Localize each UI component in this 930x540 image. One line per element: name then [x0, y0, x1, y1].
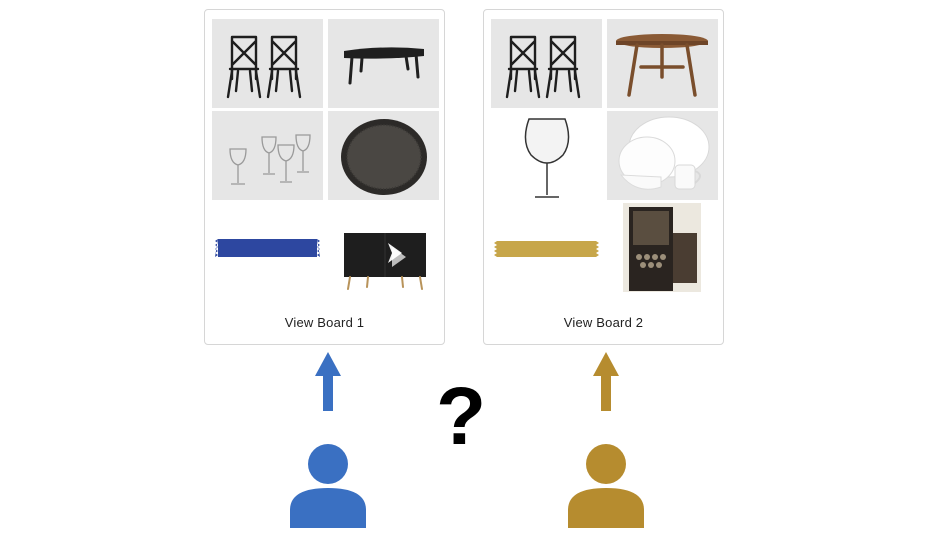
question-mark: ? [436, 371, 487, 462]
bench-image [328, 19, 439, 108]
view-board-1[interactable]: View Board 1 [204, 9, 445, 345]
up-arrow-icon [593, 352, 619, 411]
person-icon [290, 444, 366, 528]
blue-runner-image [212, 203, 323, 292]
up-arrow-icon [315, 352, 341, 411]
board-label[interactable]: View Board 1 [284, 315, 365, 330]
view-board-2[interactable]: View Board 2 [483, 9, 724, 345]
dinnerware-image [607, 111, 718, 200]
board-label[interactable]: View Board 2 [563, 315, 644, 330]
bar-cabinet-image [607, 203, 718, 292]
person-icon [568, 444, 644, 528]
chairs-image [491, 19, 602, 108]
tray-image [328, 111, 439, 200]
wine-glasses-image [212, 111, 323, 200]
chairs-image [212, 19, 323, 108]
sideboard-image [328, 203, 439, 292]
gold-runner-image [491, 203, 602, 292]
wine-glass-image [491, 111, 602, 200]
round-table-image [607, 19, 718, 108]
